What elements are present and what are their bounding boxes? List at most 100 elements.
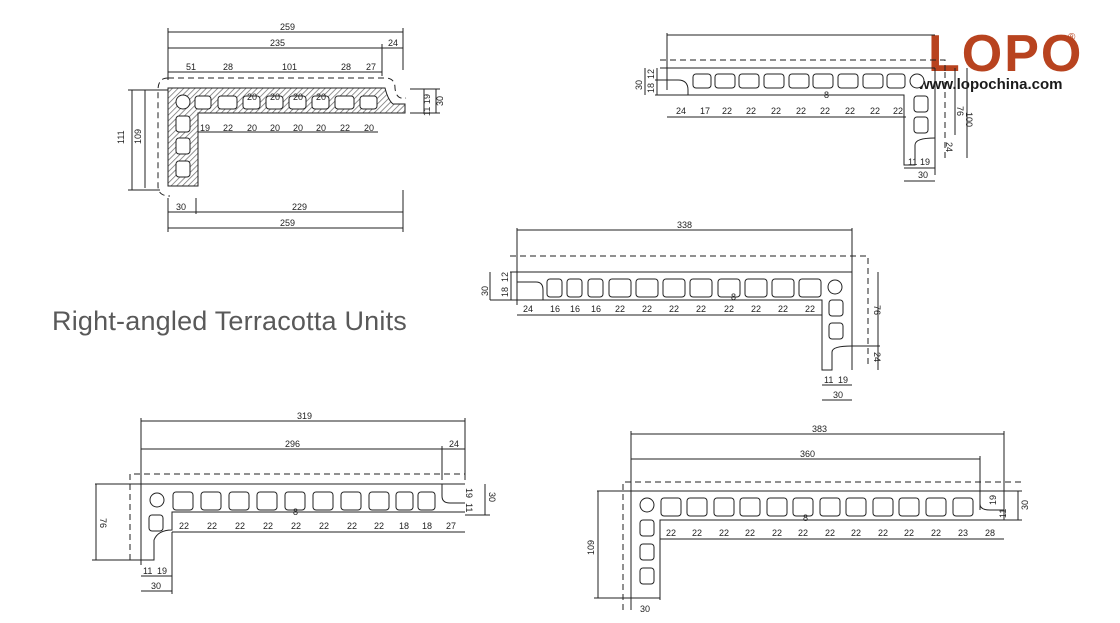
- dim-label: 229: [292, 202, 307, 212]
- dim-label: 22: [746, 106, 756, 116]
- dim-label: 109: [586, 540, 596, 555]
- dim-label: 30: [833, 390, 843, 400]
- dim-label: 23: [958, 528, 968, 538]
- dim-label: 259: [280, 218, 295, 228]
- dim-label: 11: [464, 503, 474, 512]
- dim-label: 22: [179, 521, 189, 531]
- dim-label: 20: [293, 123, 303, 133]
- dim-label: 18: [646, 83, 656, 93]
- dim-label: 22: [207, 521, 217, 531]
- dim-label: 22: [772, 528, 782, 538]
- drawing-unit-383: 383 360 22 22 22 22: [586, 424, 1030, 614]
- dim-label: 22: [722, 106, 732, 116]
- lopo-logo: LOPO ® www.lopochina.com: [918, 25, 1092, 100]
- dim-label: 20: [316, 92, 326, 102]
- dim-label: 18: [422, 521, 432, 531]
- dim-label: 18: [399, 521, 409, 531]
- dim-label: 20: [293, 92, 303, 102]
- dim-label: 20: [364, 123, 374, 133]
- dim-label: 8: [824, 90, 829, 100]
- dim-label: 109: [133, 129, 143, 144]
- dim-label: 30: [640, 604, 650, 614]
- drawing-unit-top-right: 24 17 22 22 22 22 22 22 22 22 8 30 12 18…: [634, 33, 974, 182]
- dim-label: 11: [143, 566, 152, 576]
- dim-label: 22: [820, 106, 830, 116]
- dim-label: 19: [920, 157, 930, 167]
- dim-label: 27: [366, 62, 376, 72]
- dim-label: 259: [280, 22, 295, 32]
- dim-label: 30: [487, 492, 497, 502]
- dim-label: 19: [988, 495, 998, 505]
- dim-label: 18: [500, 287, 510, 297]
- dim-label: 22: [319, 521, 329, 531]
- dim-label: 338: [677, 220, 692, 230]
- dim-label: 22: [291, 521, 301, 531]
- logo-url: www.lopochina.com: [918, 76, 1063, 93]
- drawing-unit-259: 259 235 24 51 28 101 28 27 20 20 20 20: [116, 22, 445, 232]
- drawing-unit-319: 319 296 24 22 22 22 22 22 22: [92, 411, 497, 594]
- dim-label: 22: [845, 106, 855, 116]
- dim-label: 101: [282, 62, 297, 72]
- dim-label: 28: [341, 62, 351, 72]
- dim-label: 19: [464, 488, 474, 498]
- dim-label: 17: [700, 106, 710, 116]
- dim-label: 319: [297, 411, 312, 421]
- dim-label: 24: [944, 142, 954, 152]
- dim-label: 22: [696, 304, 706, 314]
- dim-label: 20: [270, 123, 280, 133]
- dim-label: 16: [550, 304, 560, 314]
- dim-label: 24: [676, 106, 686, 116]
- dim-label: 22: [666, 528, 676, 538]
- dim-label: 22: [642, 304, 652, 314]
- dim-label: 11: [422, 107, 432, 116]
- dim-label: 22: [340, 123, 350, 133]
- dim-label: 12: [500, 272, 510, 282]
- dim-label: 16: [570, 304, 580, 314]
- dim-label: 22: [692, 528, 702, 538]
- dim-label: 22: [778, 304, 788, 314]
- dim-label: 19: [838, 375, 848, 385]
- dim-label: 30: [918, 170, 928, 180]
- dim-label: 22: [893, 106, 903, 116]
- dim-label: 22: [719, 528, 729, 538]
- logo-wordmark: LOPO: [928, 25, 1084, 83]
- dim-label: 24: [449, 439, 459, 449]
- dim-label: 12: [646, 69, 656, 79]
- dim-label: 30: [1020, 500, 1030, 510]
- dim-label: 30: [151, 581, 161, 591]
- dim-label: 24: [872, 352, 882, 362]
- dim-label: 22: [904, 528, 914, 538]
- dim-label: 19: [422, 94, 432, 104]
- dim-label: 22: [223, 123, 233, 133]
- dim-label: 22: [825, 528, 835, 538]
- dim-label: 22: [724, 304, 734, 314]
- dim-label: 22: [796, 106, 806, 116]
- dim-label: 19: [157, 566, 167, 576]
- dim-label: 22: [235, 521, 245, 531]
- dim-label: 30: [634, 80, 644, 90]
- dim-label: 8: [293, 507, 298, 517]
- dim-label: 28: [223, 62, 233, 72]
- dim-label: 235: [270, 38, 285, 48]
- dim-label: 24: [523, 304, 533, 314]
- dim-label: 22: [669, 304, 679, 314]
- dim-label: 16: [591, 304, 601, 314]
- dim-label: 76: [955, 106, 965, 116]
- dim-label: 11: [908, 157, 917, 167]
- dim-label: 8: [803, 513, 808, 523]
- dim-label: 22: [615, 304, 625, 314]
- dim-label: 22: [771, 106, 781, 116]
- dim-label: 22: [931, 528, 941, 538]
- dim-label: 22: [805, 304, 815, 314]
- dim-label: 51: [186, 62, 196, 72]
- dim-label: 76: [872, 305, 882, 315]
- drawing-unit-338: 338 24 16 16 16 22 22: [480, 220, 882, 401]
- dim-label: 30: [176, 202, 186, 212]
- dim-label: 20: [316, 123, 326, 133]
- dim-label: 8: [731, 292, 736, 302]
- dim-label: 22: [347, 521, 357, 531]
- dim-label: 11: [824, 375, 833, 385]
- dim-label: 30: [480, 286, 490, 296]
- dim-label: 22: [878, 528, 888, 538]
- dim-label: 22: [798, 528, 808, 538]
